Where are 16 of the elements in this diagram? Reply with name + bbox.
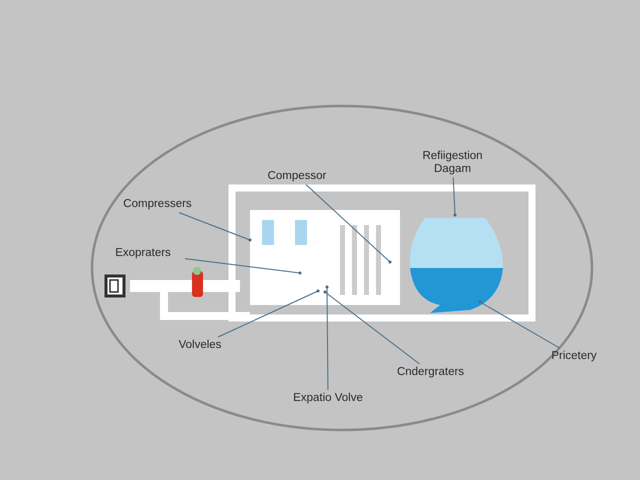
part-label: Refiigestion Dagam (421, 150, 484, 176)
part-label: Pricetery (550, 350, 598, 363)
part-label: Compessor (266, 170, 328, 183)
part-label: Compressers (122, 198, 193, 211)
leader-line (324, 290, 420, 364)
leader-line (306, 184, 392, 264)
part-label: Expatio Volve (292, 392, 364, 405)
part-label: Cndergraters (396, 366, 466, 379)
part-label: Volveles (178, 339, 222, 352)
part-label: Exopraters (114, 247, 172, 260)
leader-line (326, 286, 328, 390)
leader-line (178, 212, 252, 242)
leader-line (184, 258, 302, 274)
leader-line (478, 300, 560, 348)
leader-line (452, 176, 456, 216)
leader-line (218, 290, 320, 338)
